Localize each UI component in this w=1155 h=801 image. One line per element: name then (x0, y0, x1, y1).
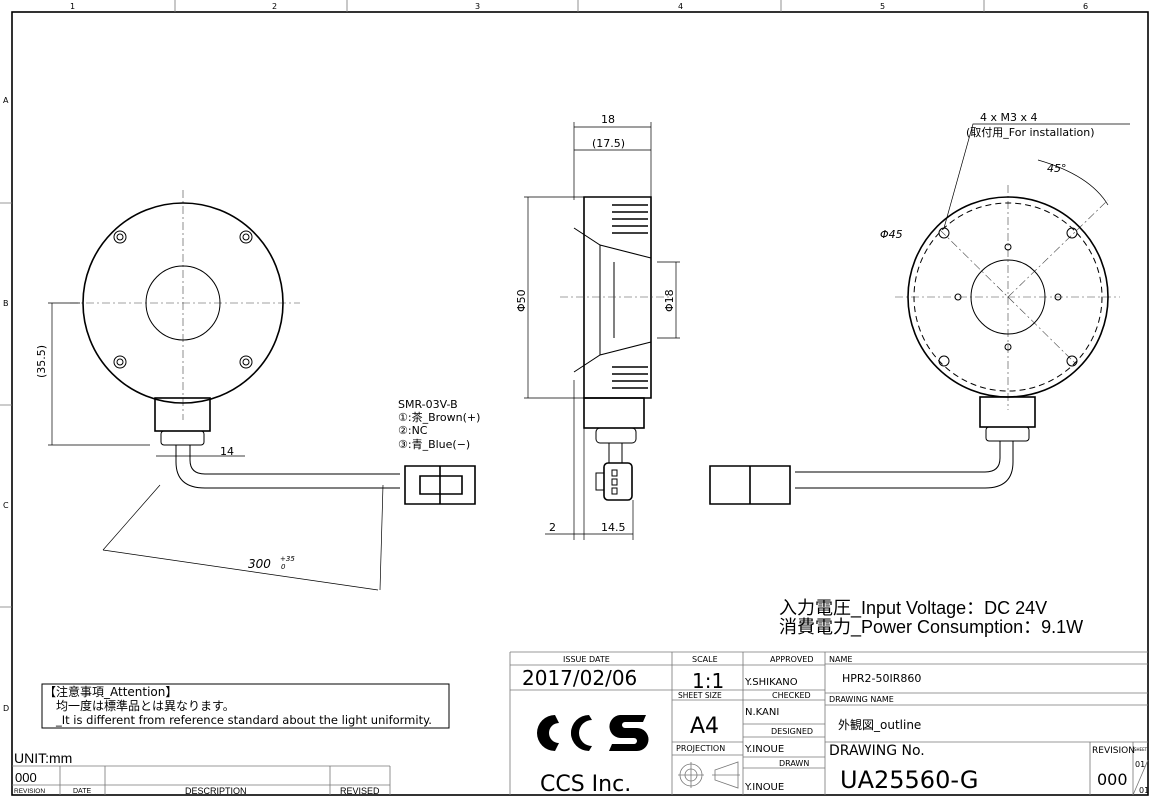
connector-callout: SMR-03V-B ①:茶_Brown(+) ②:NC ③:青_Blue(−) (398, 398, 480, 451)
product-name: HPR2-50IR860 (842, 672, 921, 685)
side-view (524, 122, 680, 540)
dimension-label: 300 (248, 557, 271, 571)
revised-header: REVISED (340, 786, 380, 796)
drawing-frame (11, 11, 1149, 796)
scale-label: SCALE (692, 655, 718, 664)
checked-label: CHECKED (772, 691, 811, 700)
row-label: B (3, 299, 9, 308)
title-block: ISSUE DATE 2017/02/06 SCALE 1:1 SHEET SI… (509, 651, 1149, 797)
unit-label: UNIT:mm (14, 750, 72, 766)
approved-by: Y.SHIKANO (744, 677, 798, 688)
drawing-no-label: DRAWING No. (829, 743, 925, 759)
input-voltage-spec: 入力電圧_Input Voltage：DC 24V (779, 598, 1047, 619)
column-label: 4 (678, 2, 683, 11)
connector-pin: ②:NC (398, 424, 428, 437)
drawn-label: DRAWN (779, 759, 809, 768)
dimension-label: (35.5) (35, 345, 48, 378)
revision-table: 000 REVISION DATE DESCRIPTION REVISED (12, 765, 391, 796)
drawn-by: Y.INOUE (744, 782, 784, 793)
attention-text-en: _It is different from reference standard… (55, 713, 432, 727)
tolerance-plus: +35 (280, 555, 295, 563)
date-header: DATE (73, 788, 91, 795)
power-consumption-spec: 消費電力_Power Consumption：9.1W (779, 617, 1083, 638)
sheet-size: A4 (690, 714, 719, 739)
attention-box (41, 683, 450, 729)
sheet-number: 01 (1135, 760, 1145, 769)
connector-pin: ①:茶_Brown(+) (398, 411, 480, 424)
projection-label: PROJECTION (676, 744, 725, 753)
dimension-label: 45° (1047, 162, 1067, 175)
designed-label: DESIGNED (771, 727, 813, 736)
row-label: D (3, 704, 9, 713)
name-label: NAME (829, 655, 852, 664)
column-label: 6 (1083, 2, 1088, 11)
scale-value: 1:1 (692, 669, 724, 693)
column-markers: 1 2 3 4 5 6 A B C D (0, 0, 1088, 713)
sheet-label: SHEET (1134, 747, 1148, 752)
projection-symbol-icon (678, 761, 740, 789)
back-view (709, 123, 1130, 505)
connector-pin: ③:青_Blue(−) (398, 438, 470, 451)
dimension-label: 2 (549, 521, 556, 534)
column-label: 3 (475, 2, 480, 11)
dimension-label: 14 (220, 445, 234, 458)
company-name: CCS Inc. (540, 772, 631, 797)
dimension-label: Φ50 (515, 289, 528, 312)
revision-header: REVISION (14, 788, 45, 795)
checked-by: N.KANI (745, 707, 779, 718)
dimension-label: (17.5) (592, 137, 625, 150)
attention-text-jp: 均一度は標準品とは異なります。 (56, 698, 235, 713)
ccs-logo (537, 715, 649, 751)
dimension-label: Φ45 (880, 228, 903, 241)
tolerance-minus: 0 (281, 563, 286, 571)
dimension-label: 4 x M3 x 4 (980, 111, 1038, 124)
sheet-size-label: SHEET SIZE (678, 691, 722, 700)
dimension-label: Φ18 (663, 289, 676, 312)
approved-label: APPROVED (770, 655, 814, 664)
column-label: 1 (70, 2, 75, 11)
sheet-total: 01 (1139, 786, 1149, 795)
row-label: A (3, 96, 9, 105)
dimension-label: 18 (601, 113, 615, 126)
revision-label: REVISION (1092, 746, 1135, 756)
revision-value: 000 (15, 770, 37, 785)
drawing-name-label: DRAWING NAME (829, 695, 894, 704)
column-label: 5 (880, 2, 885, 11)
dimension-label: (取付用_For installation) (966, 126, 1095, 139)
column-label: 2 (272, 2, 277, 11)
connector-model: SMR-03V-B (398, 398, 458, 411)
front-view (48, 190, 476, 591)
description-header: DESCRIPTION (185, 786, 247, 796)
issue-date: 2017/02/06 (522, 666, 637, 690)
issue-date-label: ISSUE DATE (563, 655, 610, 664)
drawing-name: 外観図_outline (838, 718, 921, 732)
revision-number: 000 (1097, 770, 1128, 789)
dimension-label: 14.5 (601, 521, 626, 534)
row-label: C (3, 501, 9, 510)
designed-by: Y.INOUE (744, 744, 784, 755)
drawing-number: UA25560-G (840, 766, 978, 794)
attention-title: 【注意事項_Attention】 (44, 684, 177, 699)
